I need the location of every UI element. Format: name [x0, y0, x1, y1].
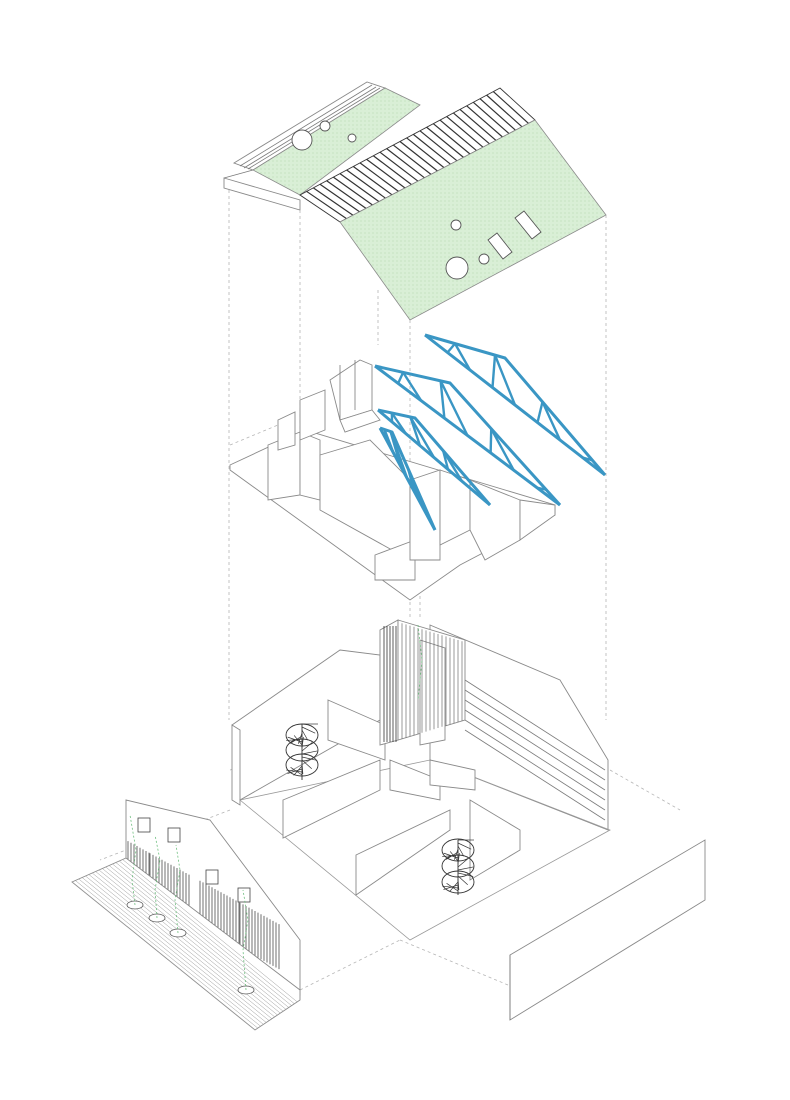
roof-truss	[377, 408, 492, 507]
ridge-fin	[392, 144, 432, 175]
ridge-fin	[332, 176, 373, 206]
ridge-fin	[319, 183, 360, 213]
ridge-cladding-fins	[306, 91, 529, 220]
ridge-fin	[426, 126, 464, 158]
facade-windows	[137, 817, 251, 903]
roof-trusses	[374, 333, 607, 531]
ridge-fin	[352, 165, 393, 196]
ground-right-volume	[509, 839, 706, 1021]
ground-kitchen-unit	[469, 799, 521, 881]
ridge-fin	[326, 180, 367, 209]
ground-left-end-wall	[231, 724, 241, 806]
ridge-fin	[492, 91, 529, 124]
ridge-fin	[486, 94, 523, 128]
skylight-rect-2	[514, 210, 542, 240]
ridge-fin	[479, 98, 516, 131]
ridge-fin	[406, 137, 445, 169]
upper-room-wall-4	[374, 539, 416, 581]
skylight-round-right-tiny	[450, 219, 462, 231]
ground-floor-layer	[71, 619, 706, 1031]
ridge-fin	[346, 169, 386, 199]
ridge-fin	[472, 101, 510, 135]
ridge-fin	[399, 141, 438, 172]
upper-floor-layer	[229, 333, 607, 601]
upper-room-wall-2	[299, 431, 321, 501]
ground-counter	[327, 699, 386, 761]
skylight-round-large	[291, 129, 313, 151]
roof-plane-left	[252, 87, 421, 196]
upper-wall-c	[339, 409, 381, 433]
ridge-fin	[359, 162, 399, 192]
upper-wall-a	[299, 389, 326, 441]
ridge-fin	[366, 158, 406, 189]
upper-tower-block	[329, 359, 373, 421]
ridge-fin	[432, 123, 471, 155]
tower-vertical-bars	[383, 623, 463, 742]
skylight-round-small	[319, 120, 331, 132]
ground-stair-flight	[429, 759, 476, 791]
roof-truss	[378, 426, 437, 531]
ridge-fin	[339, 173, 380, 203]
ridge-fin	[306, 190, 347, 220]
upper-room-wall-8	[519, 499, 556, 541]
ridge-fin	[412, 133, 451, 165]
skylight-round-right-large	[445, 256, 469, 280]
ground-table	[389, 759, 441, 801]
ground-interior-wall-2	[355, 809, 451, 896]
ridge-fin	[439, 119, 477, 152]
spiral-stair-2	[441, 838, 475, 895]
ridge-fin	[452, 112, 490, 145]
spiral-stair-1	[285, 723, 319, 780]
ground-shelving	[464, 679, 606, 821]
ridge-fin	[419, 130, 458, 162]
ridge-fin	[312, 187, 354, 216]
ridge-fin	[459, 108, 497, 141]
skylight-round-right-small	[478, 253, 490, 265]
roof-truss	[374, 364, 562, 507]
ridge-fin	[379, 151, 419, 182]
ridge-fin	[372, 155, 412, 186]
roof-truss	[424, 333, 607, 477]
tree-trunks	[129, 624, 423, 991]
ground-interior-wall-1	[282, 759, 381, 839]
tower-left-face	[379, 619, 399, 746]
skylight-rect-1	[487, 232, 513, 260]
tower-inner-cage	[419, 639, 446, 746]
ridge-fin	[386, 148, 425, 179]
ridge-fin	[446, 116, 484, 148]
upper-wall-b	[277, 411, 296, 451]
ridge-fin	[466, 105, 503, 138]
roof-left-eave-hatch	[239, 84, 381, 170]
roof-layer	[223, 81, 607, 321]
skylight-round-tiny	[347, 133, 357, 143]
